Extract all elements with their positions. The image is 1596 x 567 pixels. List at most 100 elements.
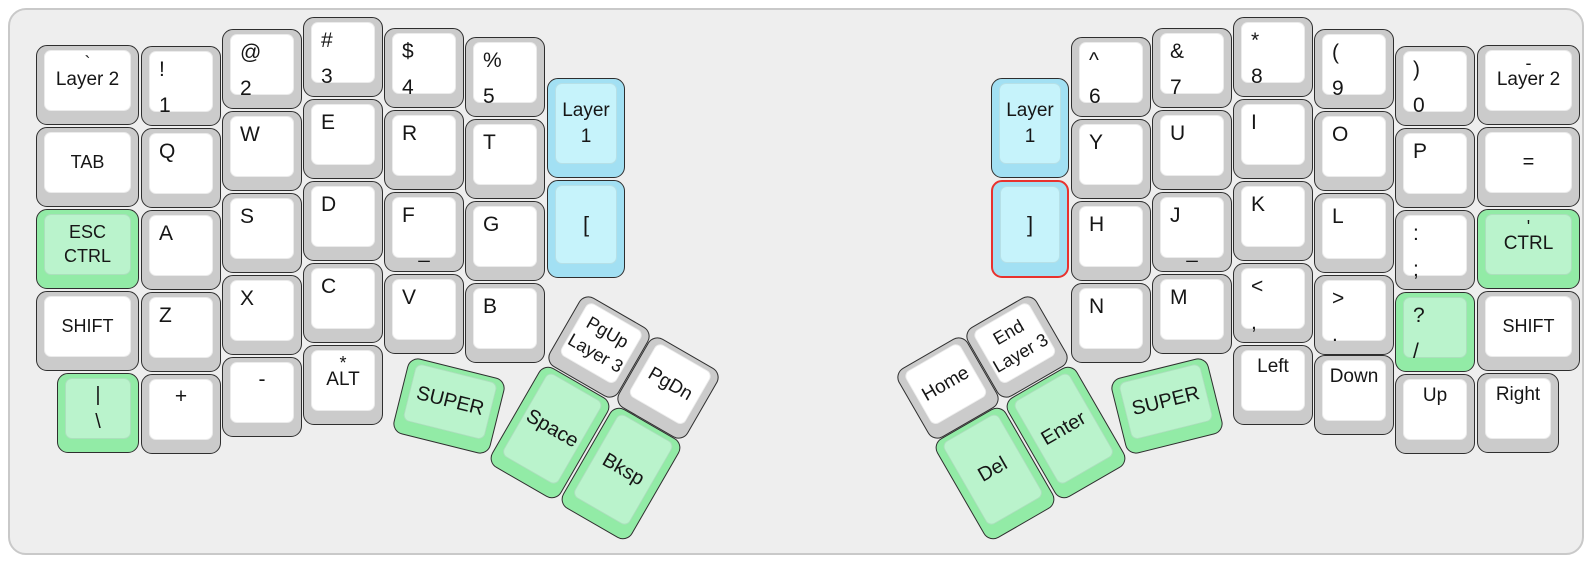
key-k[interactable]: K xyxy=(1233,181,1313,261)
keycap-face xyxy=(44,296,131,357)
key-shift-right[interactable]: SHIFT xyxy=(1477,291,1580,371)
key-asterisk-alt[interactable]: *ALT xyxy=(303,345,383,425)
keycap-face xyxy=(1485,378,1551,439)
key-right[interactable]: Right xyxy=(1477,373,1559,453)
keycap-face xyxy=(1322,280,1386,341)
key-r[interactable]: R xyxy=(384,110,464,190)
key-question-slash[interactable]: ?/ xyxy=(1395,292,1475,372)
key-rparen-0[interactable]: )0 xyxy=(1395,46,1475,126)
key-lt-comma[interactable]: <, xyxy=(1233,263,1313,343)
keycap-face xyxy=(311,104,375,165)
key-i[interactable]: I xyxy=(1233,99,1313,179)
key-y[interactable]: Y xyxy=(1071,119,1151,199)
key-l[interactable]: L xyxy=(1314,193,1394,273)
key-colon-semicolon[interactable]: :; xyxy=(1395,210,1475,290)
key-g[interactable]: G xyxy=(465,201,545,281)
keycap-face xyxy=(65,378,131,439)
key-m[interactable]: M xyxy=(1152,274,1232,354)
key-h[interactable]: H xyxy=(1071,201,1151,281)
key-pipe-backslash[interactable]: |\ xyxy=(57,373,139,453)
key-lbracket[interactable]: [ xyxy=(547,180,625,278)
keycap-face xyxy=(230,362,294,423)
keycap-face xyxy=(1241,104,1305,165)
key-d[interactable]: D xyxy=(303,181,383,261)
keycap-face xyxy=(1322,116,1386,177)
keycap-face xyxy=(149,133,213,194)
key-j[interactable]: J_ xyxy=(1152,192,1232,272)
key-v[interactable]: V xyxy=(384,274,464,354)
key-dash-layer2[interactable]: -Layer 2 xyxy=(1477,45,1580,125)
key-quote-ctrl[interactable]: 'CTRL xyxy=(1477,209,1580,289)
key-rbracket[interactable]: ] xyxy=(991,180,1069,278)
key-plus[interactable]: + xyxy=(141,374,221,454)
key-amp-7[interactable]: &7 xyxy=(1152,28,1232,108)
key-minus[interactable]: - xyxy=(222,357,302,437)
keycap-face xyxy=(1160,115,1224,176)
keycap-face xyxy=(1403,215,1467,276)
keycap-face xyxy=(1079,42,1143,103)
key-down[interactable]: Down xyxy=(1314,355,1394,435)
keycap-face xyxy=(149,51,213,112)
keycap-face xyxy=(1485,132,1572,193)
key-up[interactable]: Up xyxy=(1395,374,1475,454)
key-c[interactable]: C xyxy=(303,263,383,343)
keycap-face xyxy=(473,288,537,349)
key-grave-layer2[interactable]: `Layer 2 xyxy=(36,45,139,125)
keycap-face xyxy=(1079,206,1143,267)
key-tab[interactable]: TAB xyxy=(36,127,139,207)
key-at-2[interactable]: @2 xyxy=(222,29,302,109)
key-q[interactable]: Q xyxy=(141,128,221,208)
keycap-face xyxy=(1485,214,1572,275)
key-hash-3[interactable]: #3 xyxy=(303,17,383,97)
key-z[interactable]: Z xyxy=(141,292,221,372)
key-asterisk-8[interactable]: *8 xyxy=(1233,17,1313,97)
keycap-face xyxy=(1403,297,1467,358)
key-o[interactable]: O xyxy=(1314,111,1394,191)
keycap-face xyxy=(1118,362,1214,441)
keycap-face xyxy=(1485,50,1572,111)
key-a[interactable]: A xyxy=(141,210,221,290)
keycap-face xyxy=(392,279,456,340)
keycap-face xyxy=(149,297,213,358)
keycap-face xyxy=(44,132,131,193)
key-t[interactable]: T xyxy=(465,119,545,199)
keycap-face xyxy=(311,22,375,83)
keycap-face xyxy=(1322,198,1386,259)
key-u[interactable]: U xyxy=(1152,110,1232,190)
key-gt-period[interactable]: >. xyxy=(1314,275,1394,355)
key-left[interactable]: Left xyxy=(1233,345,1313,425)
keycap-face xyxy=(555,83,617,164)
keycap-face xyxy=(44,50,131,111)
key-super-right[interactable]: SUPER xyxy=(1109,356,1225,456)
key-super-left[interactable]: SUPER xyxy=(391,356,507,456)
key-shift-left[interactable]: SHIFT xyxy=(36,291,139,371)
keycap-face xyxy=(402,362,498,441)
keycap-face xyxy=(230,280,294,341)
key-w[interactable]: W xyxy=(222,111,302,191)
key-lparen-9[interactable]: (9 xyxy=(1314,29,1394,109)
keycap-face xyxy=(44,214,131,275)
key-percent-5[interactable]: %5 xyxy=(465,37,545,117)
keycap-face xyxy=(392,115,456,176)
key-exclam-1[interactable]: !1 xyxy=(141,46,221,126)
key-f[interactable]: F_ xyxy=(384,192,464,272)
keycap-face xyxy=(473,42,537,103)
key-b[interactable]: B xyxy=(465,283,545,363)
key-layer1-right[interactable]: Layer 1 xyxy=(991,78,1069,178)
keycap-face xyxy=(311,350,375,411)
key-caret-6[interactable]: ^6 xyxy=(1071,37,1151,117)
key-layer1-left[interactable]: Layer 1 xyxy=(547,78,625,178)
keycap-face xyxy=(555,185,617,264)
key-e[interactable]: E xyxy=(303,99,383,179)
key-s[interactable]: S xyxy=(222,193,302,273)
key-dollar-4[interactable]: $4 xyxy=(384,28,464,108)
key-x[interactable]: X xyxy=(222,275,302,355)
keycap-face xyxy=(627,341,714,427)
keycap-face xyxy=(1241,268,1305,329)
keycap-face xyxy=(311,268,375,329)
key-p[interactable]: P xyxy=(1395,128,1475,208)
keycap-face xyxy=(1322,34,1386,95)
key-n[interactable]: N xyxy=(1071,283,1151,363)
key-equals[interactable]: = xyxy=(1477,127,1580,207)
